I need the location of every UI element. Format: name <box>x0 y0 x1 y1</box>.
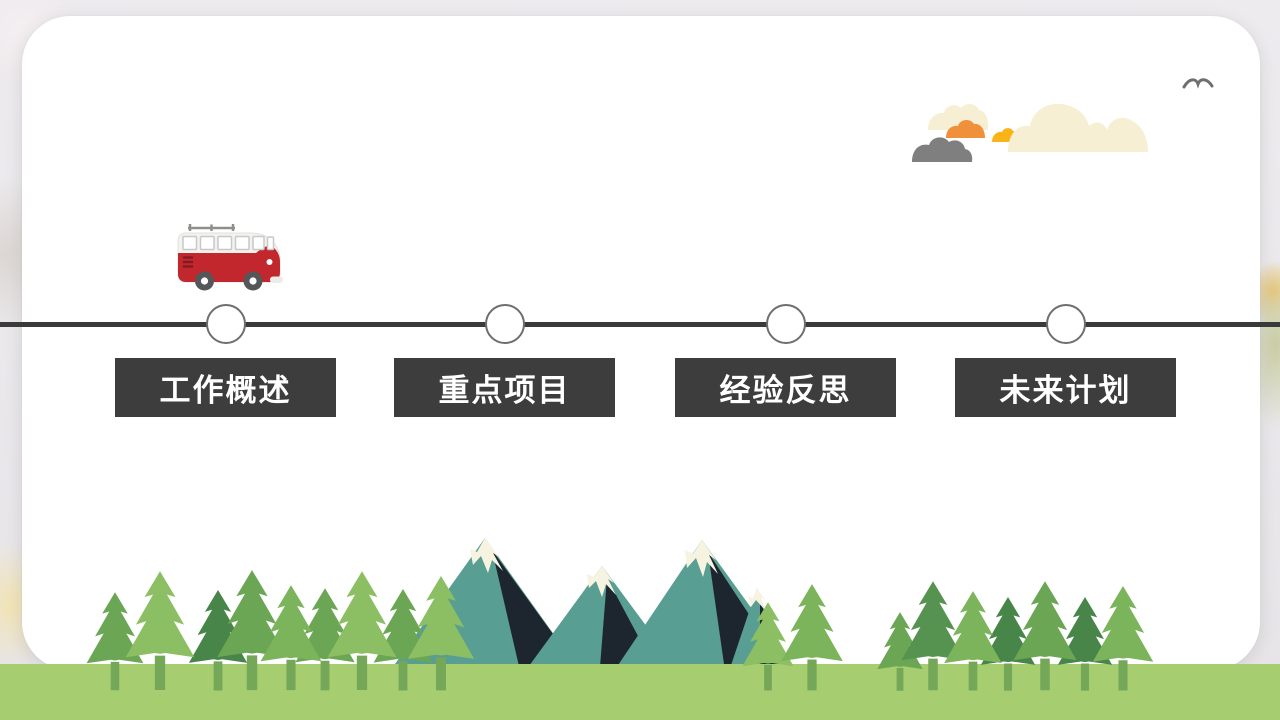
stage-label: 重点项目 <box>438 373 571 408</box>
timeline-node-1 <box>206 304 246 344</box>
timeline-node-4 <box>1046 304 1086 344</box>
stage-box-future-plans[interactable]: 未来计划 <box>955 358 1176 417</box>
stage-box-work-overview[interactable]: 工作概述 <box>115 358 336 417</box>
slide-card <box>22 16 1260 670</box>
stage-box-experience-reflection[interactable]: 经验反思 <box>675 358 896 417</box>
stage-label: 经验反思 <box>719 373 852 408</box>
timeline-node-2 <box>485 304 525 344</box>
stage-label: 工作概述 <box>159 373 292 408</box>
stage-label: 未来计划 <box>999 373 1132 408</box>
timeline-line <box>0 322 1280 327</box>
timeline-node-3 <box>766 304 806 344</box>
stage-box-key-projects[interactable]: 重点项目 <box>394 358 615 417</box>
